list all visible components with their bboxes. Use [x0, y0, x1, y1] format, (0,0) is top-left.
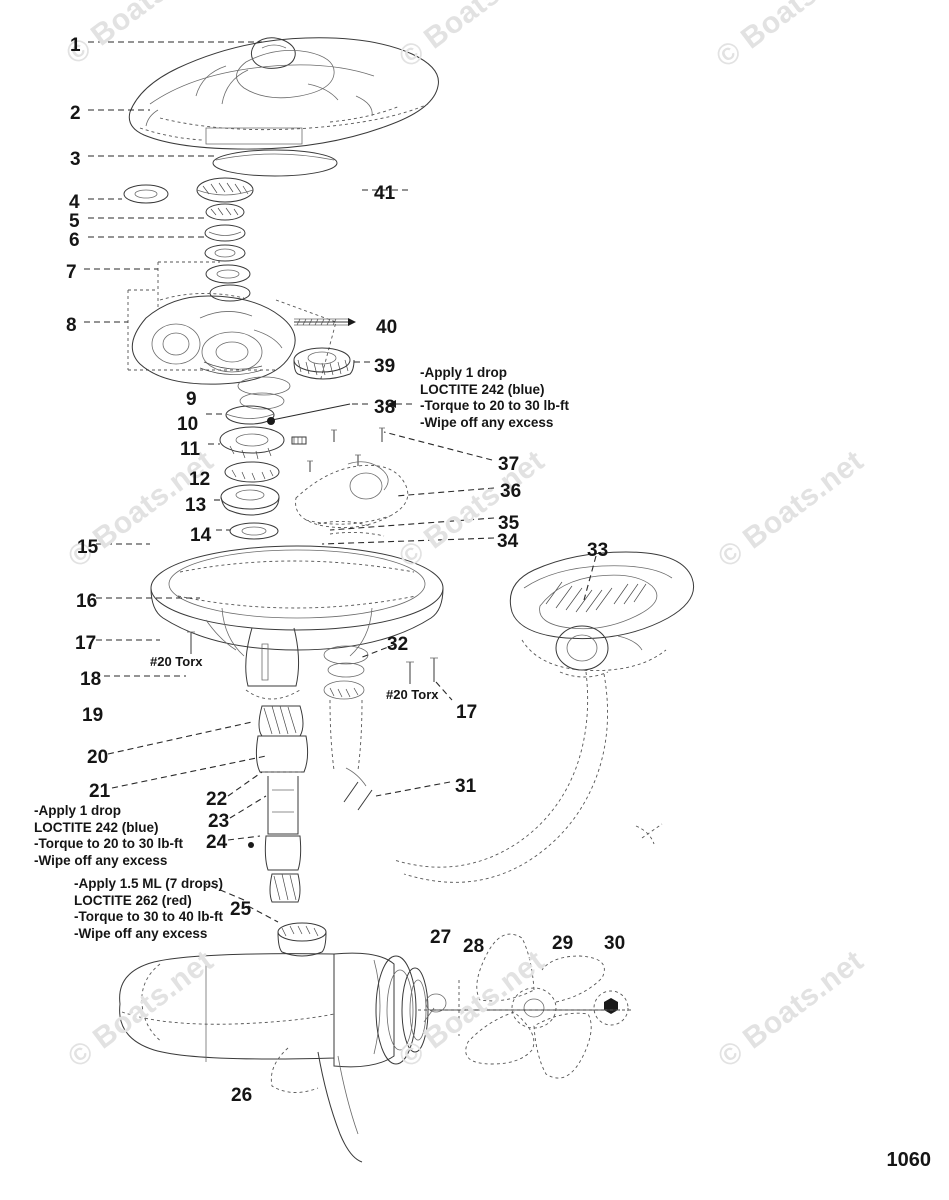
watermark: © Boats.net	[60, 0, 218, 72]
callout-number-9: 9	[186, 389, 197, 410]
callout-number-36: 36	[500, 481, 522, 502]
callout-number-34: 34	[497, 531, 519, 552]
annotation-torx-left: #20 Torx	[150, 654, 203, 669]
callout-number-39: 39	[374, 356, 396, 377]
callout-number-28: 28	[463, 936, 485, 957]
part-31-cable	[343, 671, 663, 883]
part-34-35-plates	[317, 521, 385, 537]
part-8-9-gearcase	[131, 293, 296, 410]
part-1-cap	[250, 37, 296, 69]
callout-number-2: 2	[70, 103, 81, 124]
watermark: © Boats.net	[712, 444, 870, 575]
note-line: LOCTITE 242 (blue)	[420, 381, 545, 397]
part-33-foot-pedal	[509, 551, 694, 678]
part-39-gear	[293, 347, 355, 380]
callout-number-7: 7	[66, 262, 77, 283]
callout-number-4: 4	[69, 192, 80, 213]
watermark: © Boats.net	[62, 944, 220, 1075]
note-line: -Torque to 20 to 30 lb-ft	[34, 836, 183, 851]
callout-number-22: 22	[206, 789, 228, 810]
part-15-16-mount-shroud	[150, 545, 444, 700]
part-41-washer	[123, 184, 169, 204]
page-number: 1060	[886, 1149, 932, 1171]
part-7-8-mount-bracket	[127, 261, 337, 383]
callout-number-16: 16	[76, 591, 98, 612]
part-19-25-shaft	[248, 705, 309, 903]
callout-number-40: 40	[376, 317, 398, 338]
watermark: © Boats.net	[710, 0, 868, 75]
callout-number-37: 37	[498, 454, 520, 475]
part-stack-bearings-upper	[196, 177, 254, 302]
part-26-motor-housing	[119, 952, 417, 1163]
part-36-housing	[295, 461, 409, 529]
annotation-torx-right: #20 Torx	[386, 687, 439, 702]
callout-number-19: 19	[82, 705, 104, 726]
callout-number-18: 18	[80, 669, 102, 690]
callout-number-41: 41	[374, 183, 396, 204]
watermark: © Boats.net	[712, 944, 870, 1075]
callout-number-6: 6	[69, 230, 80, 251]
callout-number-10: 10	[177, 414, 199, 435]
part-stack-10-14	[219, 405, 285, 540]
callout-number-12: 12	[189, 469, 211, 490]
note-line: -Wipe off any excess	[34, 852, 168, 868]
callout-number-27: 27	[430, 927, 452, 948]
callout-number-35: 35	[498, 513, 520, 534]
watermark: © Boats.net	[393, 944, 551, 1075]
callout-number-14: 14	[190, 525, 212, 546]
callout-number-1: 1	[70, 35, 81, 56]
note-line: -Apply 1.5 ML (7 drops)	[74, 876, 224, 891]
watermark: © Boats.net	[393, 0, 551, 75]
part-3-seal-ring	[212, 149, 338, 177]
callout-number-32: 32	[387, 634, 409, 655]
callout-number-26: 26	[231, 1085, 253, 1106]
callout-number-15: 15	[77, 537, 99, 558]
part-40-screw	[294, 318, 356, 326]
callout-number-29: 29	[552, 933, 574, 954]
part-17-torx-screw-left	[187, 631, 195, 654]
callout-number-33: 33	[587, 540, 609, 561]
note-loctite-262-lower: -Apply 1.5 ML (7 drops)LOCTITE 262 (red)…	[74, 876, 223, 942]
note-line: -Wipe off any excess	[420, 414, 554, 430]
callout-number-11: 11	[180, 439, 201, 460]
callout-number-21: 21	[89, 781, 111, 802]
callout-number-23: 23	[208, 811, 230, 832]
callout-number-31: 31	[455, 776, 477, 797]
callout-number-24: 24	[206, 832, 228, 853]
callout-number-13: 13	[185, 495, 207, 516]
callout-number-3: 3	[70, 149, 81, 170]
part-25-nut	[277, 922, 327, 957]
callout-number-20: 20	[87, 747, 109, 768]
note-line: -Torque to 20 to 30 lb-ft	[420, 398, 569, 413]
callout-number-25: 25	[230, 899, 252, 920]
part-32-collar-stack	[323, 645, 369, 771]
small-fasteners	[291, 427, 385, 472]
part-2-control-head	[128, 37, 439, 150]
note-line: -Wipe off any excess	[74, 925, 208, 941]
callout-number-17b: 17	[456, 702, 478, 723]
part-27-30-propeller	[401, 933, 634, 1079]
callout-number-8: 8	[66, 315, 77, 336]
callout-number-17: 17	[75, 633, 97, 654]
callout-number-38: 38	[374, 397, 396, 418]
watermark: © Boats.net	[393, 444, 551, 575]
note-line: -Apply 1 drop	[420, 365, 507, 380]
note-line: -Torque to 30 to 40 lb-ft	[74, 909, 223, 924]
note-line: LOCTITE 262 (red)	[74, 892, 192, 908]
note-line: -Apply 1 drop	[34, 803, 121, 818]
callout-number-30: 30	[604, 933, 626, 954]
note-line: LOCTITE 242 (blue)	[34, 819, 159, 835]
part-38-bolt	[267, 403, 351, 425]
callout-number-5: 5	[69, 211, 80, 232]
